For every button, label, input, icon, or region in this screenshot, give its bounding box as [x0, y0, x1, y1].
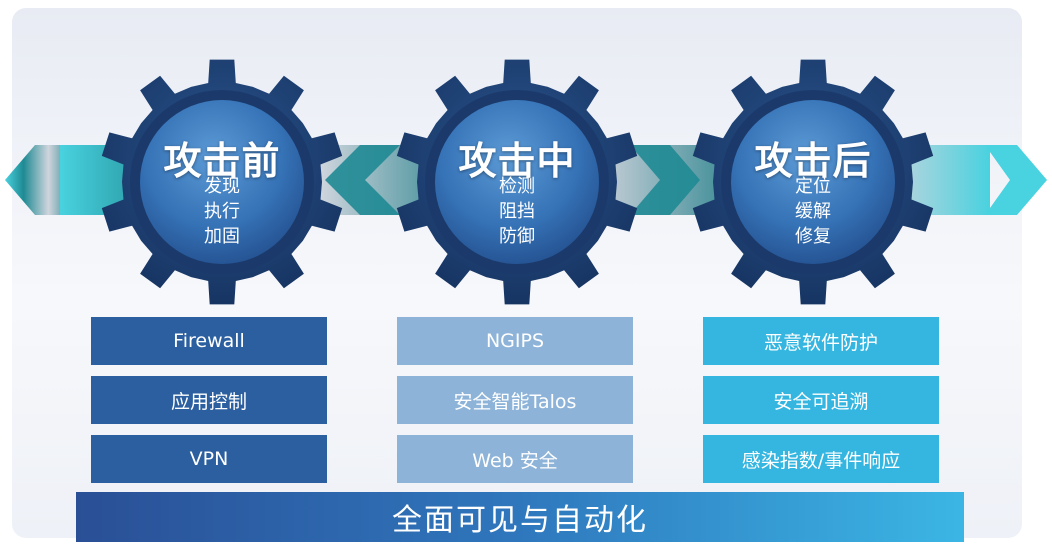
- right-arrow-shape: [985, 145, 1047, 215]
- phase-items-during: 检测 阻挡 防御: [457, 174, 577, 249]
- feature-box: 恶意软件防护: [703, 317, 939, 365]
- phase-title-before: 攻击前: [163, 139, 281, 183]
- chevron-right-1: [630, 145, 700, 215]
- phase-items-before: 发现 执行 加固: [162, 174, 282, 249]
- phase-item: 修复: [795, 226, 831, 247]
- feature-box: 感染指数/事件响应: [703, 435, 939, 483]
- gear-center: [435, 100, 599, 264]
- feature-box: 安全智能Talos: [397, 376, 633, 424]
- phase-item: 发现: [204, 176, 240, 197]
- feature-box: NGIPS: [397, 317, 633, 365]
- phase-item: 阻挡: [499, 201, 535, 222]
- gear-1: [396, 59, 638, 305]
- phase-item: 防御: [499, 226, 535, 247]
- phase-items-after: 定位 缓解 修复: [753, 174, 873, 249]
- gear-0: [101, 59, 343, 305]
- feature-box: Web 安全: [397, 435, 633, 483]
- phase-item: 定位: [795, 176, 831, 197]
- phase-item: 检测: [499, 176, 535, 197]
- feature-box: 应用控制: [91, 376, 327, 424]
- phase-item: 加固: [204, 226, 240, 247]
- phase-title-after: 攻击后: [754, 139, 872, 183]
- gear-2: [692, 59, 934, 305]
- chevron-left-2: [325, 145, 400, 215]
- gear-center: [140, 100, 304, 264]
- feature-box: 安全可追溯: [703, 376, 939, 424]
- phase-title-during: 攻击中: [458, 139, 576, 183]
- phase-item: 缓解: [795, 201, 831, 222]
- phase-item: 执行: [204, 201, 240, 222]
- feature-box: Firewall: [91, 317, 327, 365]
- feature-box: VPN: [91, 435, 327, 483]
- gear-center: [731, 100, 895, 264]
- visibility-automation-bar: 全面可见与自动化: [76, 492, 964, 542]
